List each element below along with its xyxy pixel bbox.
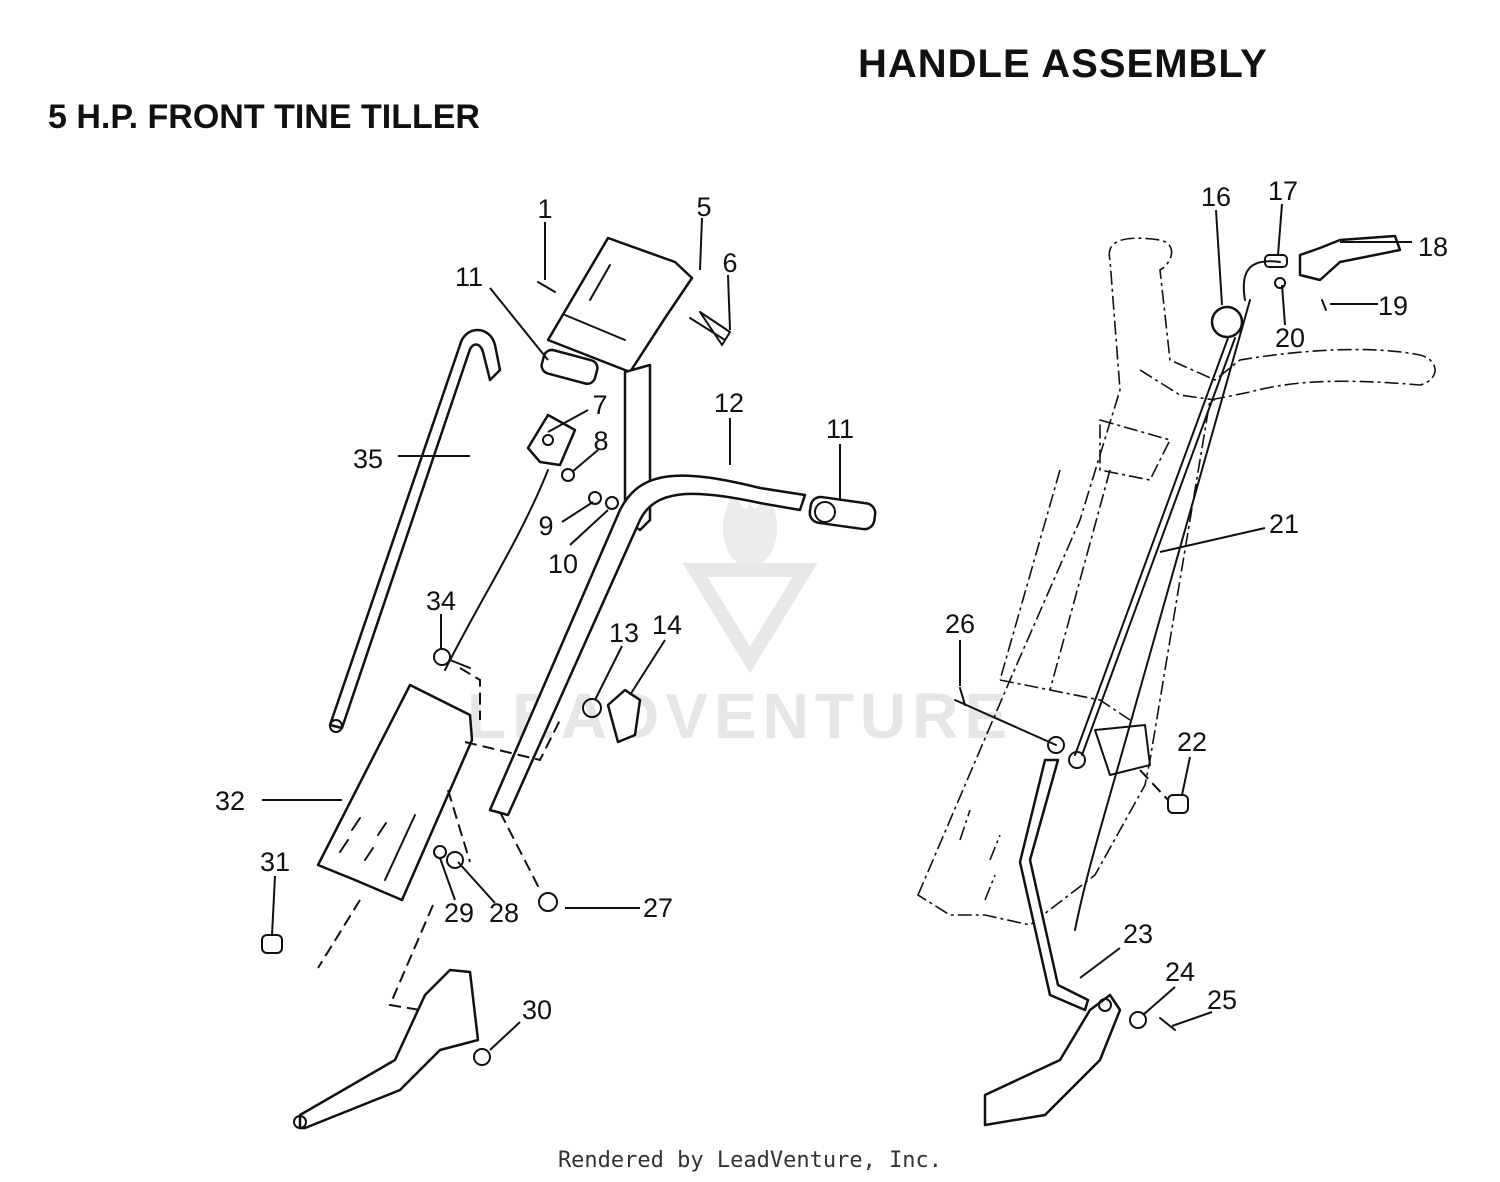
- diagram-subtitle: 5 H.P. FRONT TINE TILLER: [48, 98, 480, 136]
- callout-7: 7: [592, 390, 607, 420]
- callouts: 1 5 6 11 35 7 8 9 10 12 11 34 13 14 32 3…: [215, 176, 1448, 1051]
- callout-9: 9: [538, 511, 553, 541]
- callout-26: 26: [945, 609, 975, 639]
- callout-10: 10: [548, 549, 578, 579]
- diagram-title: HANDLE ASSEMBLY: [858, 42, 1268, 86]
- callout-11-right: 11: [826, 414, 854, 444]
- callout-22: 22: [1177, 727, 1207, 757]
- callout-25: 25: [1207, 985, 1237, 1015]
- callout-6: 6: [722, 248, 737, 278]
- callout-14: 14: [652, 610, 682, 640]
- footer-credit: Rendered by LeadVenture, Inc.: [557, 1148, 943, 1173]
- callout-8: 8: [593, 426, 608, 456]
- callout-5: 5: [696, 192, 711, 222]
- callout-32: 32: [215, 786, 245, 816]
- callout-19: 19: [1378, 291, 1408, 321]
- callout-21: 21: [1269, 509, 1299, 539]
- callout-18: 18: [1418, 232, 1448, 262]
- callout-28: 28: [489, 898, 519, 928]
- callout-16: 16: [1201, 182, 1231, 212]
- callout-11-upper: 11: [455, 262, 483, 292]
- right-exploded-view: [916, 234, 1436, 1127]
- callout-29: 29: [444, 898, 474, 928]
- callout-17: 17: [1268, 176, 1298, 206]
- callout-12: 12: [714, 388, 744, 418]
- callout-31: 31: [260, 847, 290, 877]
- left-exploded-view: [261, 236, 877, 1130]
- watermark-logo: [682, 490, 818, 674]
- callout-27: 27: [643, 893, 673, 923]
- callout-23: 23: [1123, 919, 1153, 949]
- callout-24: 24: [1165, 957, 1195, 987]
- callout-20: 20: [1275, 323, 1305, 353]
- callout-30: 30: [522, 995, 552, 1025]
- callout-13: 13: [609, 618, 639, 648]
- callout-35: 35: [353, 444, 383, 474]
- callout-1: 1: [537, 194, 552, 224]
- callout-34: 34: [426, 586, 456, 616]
